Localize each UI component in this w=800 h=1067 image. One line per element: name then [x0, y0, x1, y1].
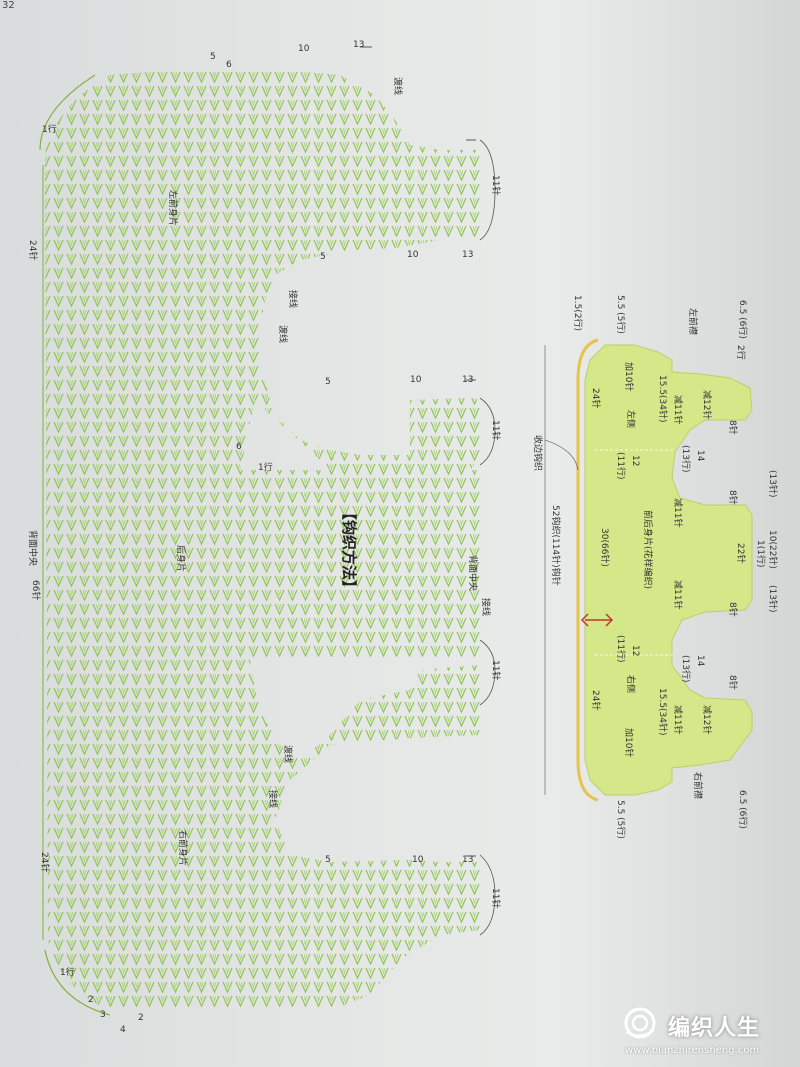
stitch-11a-label: 11针 [490, 175, 500, 196]
body-strip [45, 72, 150, 1010]
join-label-3: 渡线 [277, 325, 287, 344]
row-label: 5 [210, 52, 216, 62]
row-label: 13 [462, 855, 474, 865]
right-front-schem-label: 右前襟 [692, 772, 702, 800]
back-center-label-1: 背面中央 [27, 530, 37, 567]
row-label: 10 [407, 250, 419, 260]
back-center-label-2: 背面中央 [467, 555, 477, 592]
left-side-label: 左侧 [625, 410, 635, 429]
right-side-label: 右侧 [625, 675, 635, 694]
row-label: 5 [325, 855, 331, 865]
inc-10a: 加10针 [623, 362, 633, 392]
left-front-schem-label: 左前襟 [687, 308, 697, 336]
watermark-text: 编织人生 [668, 1016, 761, 1041]
width-top-1: (13针) [767, 470, 777, 498]
row-label: 13 [462, 250, 474, 260]
width-top-2: 10(22针) [767, 530, 777, 569]
rows-11a: (11行) [615, 452, 625, 480]
row-label: 1行 [60, 968, 75, 978]
stitch-11d-label: 11针 [490, 888, 500, 909]
watermark-logo-icon [624, 1007, 656, 1039]
stitch-24b-label: 24针 [39, 852, 49, 873]
inc-10b: 加10针 [623, 728, 633, 758]
m-155a: 15.5(34针) [657, 375, 667, 423]
m-155b: 15.5(34针) [657, 688, 667, 736]
stitch-66-label: 66针 [30, 580, 40, 601]
watermark-url: www.bianzhirensheng.com [625, 1045, 760, 1056]
join-label-5: 渡线 [282, 745, 292, 764]
left-front-label: 左前身片 [167, 190, 177, 227]
row-label: 10 [412, 855, 424, 865]
chart-title: 【钩织方法】 [340, 505, 358, 596]
s-22: 22针 [735, 543, 745, 564]
join-label-2: 接线 [287, 290, 297, 309]
stitch-11c-label: 11针 [490, 660, 500, 681]
row-label: 3 [100, 1010, 106, 1020]
mid-right-measure: 5.5 (5行) [615, 800, 625, 839]
dec-11c: 减11针 [672, 580, 682, 610]
top-left-measure: 6.5 (6行) [737, 300, 747, 339]
dec-12b: 减12针 [701, 705, 711, 735]
schematic-garment [584, 344, 753, 796]
join-label-1: 渡线 [392, 77, 402, 96]
row-label: 2 [138, 1013, 144, 1023]
row-label: 1行 [258, 463, 273, 473]
s-24b: 24针 [590, 690, 600, 711]
s-8d: 8针 [727, 675, 737, 690]
row-label: 5 [325, 377, 331, 387]
back-piece-label: 后身片 [175, 545, 185, 573]
row-label: 10 [298, 44, 310, 54]
s-14a: 14 [695, 450, 705, 462]
row-label: 2 [88, 995, 94, 1005]
mid-left-measure: 5.5 (5行) [615, 295, 625, 334]
join-label-6: 接线 [267, 790, 277, 809]
stitch-11b-label: 11针 [490, 420, 500, 441]
row-label: 5 [320, 252, 326, 262]
s-2: 2行 [735, 345, 745, 360]
rows-12b: 12 [630, 645, 640, 657]
left-front-upper [150, 72, 480, 470]
dec-11a: 减11针 [672, 395, 682, 425]
schematic-chain-label: 收边钩织 [532, 435, 542, 472]
row-label: 13 [462, 375, 474, 385]
s-8c: 8针 [727, 602, 737, 617]
row-label: 13 [353, 40, 365, 50]
row-label: 4 [120, 1025, 126, 1035]
row-label: 1行 [42, 125, 57, 135]
width-top-3: (13针) [767, 585, 777, 613]
rows-12a: 12 [630, 455, 640, 467]
page-number: 32 [2, 0, 15, 11]
s-24a: 24针 [590, 388, 600, 409]
row-label: 6 [236, 442, 242, 452]
row-1-measure: 1(1行) [755, 540, 765, 568]
schematic-bottom-label: 52钩织(114针)钩针 [550, 505, 560, 586]
schematic-width-label: 30(66针) [599, 528, 609, 567]
s-8a: 8针 [727, 420, 737, 435]
dec-12a: 减12针 [701, 390, 711, 420]
rows-11b: (11行) [615, 635, 625, 663]
dec-11d: 减11针 [672, 705, 682, 735]
top-right-measure: 6.5 (6行) [737, 790, 747, 829]
schematic-center-label: 前后身片(花样编织) [642, 510, 652, 590]
row-label: 10 [410, 375, 422, 385]
right-front-lower [150, 660, 480, 1010]
stitch-24a-label: 24针 [27, 240, 37, 261]
s-13b: (13行) [680, 655, 690, 683]
back-middle [150, 470, 480, 660]
right-front-label: 右前身片 [177, 830, 187, 867]
s-14b: 14 [695, 655, 705, 667]
s-15-measure: 1.5(2行) [572, 295, 582, 332]
row-label: 6 [226, 60, 232, 70]
s-8b: 8针 [727, 490, 737, 505]
dec-11b: 减11针 [672, 498, 682, 528]
s-13a: (13行) [680, 445, 690, 473]
join-label-4: 接线 [480, 598, 490, 617]
